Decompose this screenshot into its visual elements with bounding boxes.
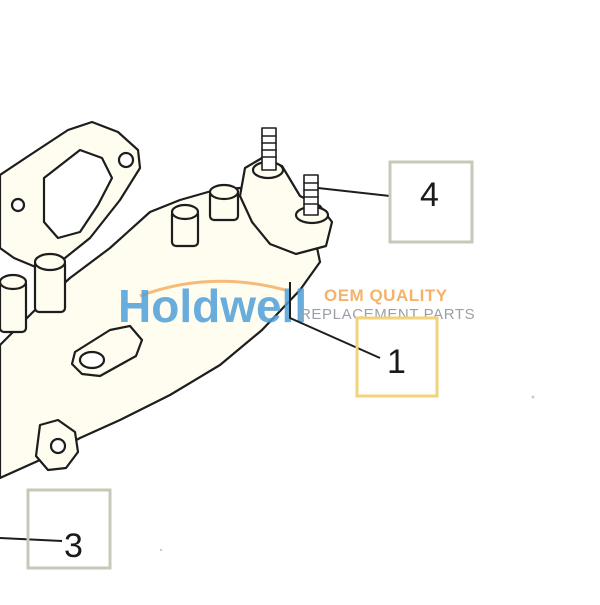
watermark: Holdwell OEM QUALITY REPLACEMENT PARTS (118, 279, 475, 332)
callout-box (26, 488, 112, 570)
callout-1: 1 (289, 282, 439, 398)
watermark-swoosh (139, 279, 286, 298)
watermark-tagline-quality: OEM QUALITY (324, 286, 448, 305)
callouts: 4 1 3 (0, 160, 474, 570)
callout-box (388, 160, 474, 244)
leader-line (289, 282, 381, 359)
flange-opening (42, 148, 114, 240)
threaded-stud (261, 127, 277, 171)
leader-line (317, 187, 391, 197)
flange-bolt-hole (117, 151, 135, 169)
callout-3: 3 (0, 488, 112, 570)
callout-label: 3 (64, 527, 83, 565)
callout-4: 4 (317, 160, 474, 244)
ear-bolt-hole (49, 437, 67, 455)
threaded-stud (303, 174, 319, 216)
exhaust-manifold-drawing (0, 120, 334, 480)
boss-hole (78, 350, 106, 370)
callout-label: 4 (420, 176, 439, 214)
stud-pipe-top (0, 273, 28, 291)
stud-pipe-top (208, 183, 240, 201)
stud-pipe-top (33, 252, 67, 272)
leader-line (0, 537, 63, 542)
watermark-brand: Holdwell (118, 280, 307, 332)
callout-label: 1 (387, 343, 406, 381)
stud-pipe-top (170, 203, 200, 221)
scan-specks (159, 395, 535, 552)
watermark-tagline-parts: REPLACEMENT PARTS (300, 306, 475, 323)
flange-bolt-hole (10, 197, 26, 213)
callout-box (355, 316, 439, 398)
